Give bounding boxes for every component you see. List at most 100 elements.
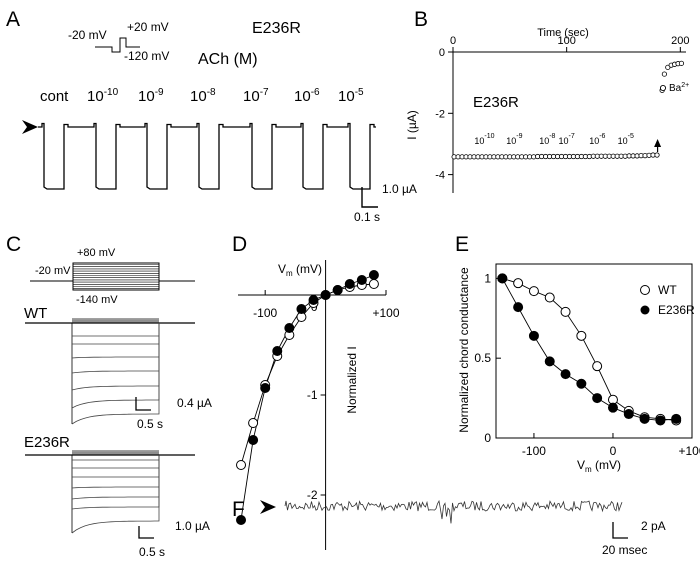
panel-b-y-tick-label-2: -4 — [435, 170, 445, 182]
panel-c-e236r-trace-2 — [72, 455, 160, 478]
panel-b-ba-marker — [659, 84, 667, 92]
panel-e-fit-line-1 — [501, 278, 677, 421]
panel-b-conc-label-3-exp: -7 — [569, 133, 575, 140]
panel-e-legend-e236r-label: E236R — [658, 303, 695, 317]
panel-b-conc-label-2-exp: -8 — [549, 133, 555, 140]
panel-a-construct-label: E236R — [252, 20, 301, 37]
panel-b-conc-label-3: 10-7 — [559, 133, 575, 146]
panel-d-y-axis-title: Normalized I — [345, 346, 359, 413]
panel-a-condition-2-base: 10 — [138, 88, 155, 105]
panel-d-point-1-9 — [344, 279, 355, 289]
panel-d-plot-area — [236, 270, 379, 525]
panel-a-step-up-voltage: +20 mV — [127, 20, 169, 34]
panel-a-condition-5: 10-6 — [294, 87, 320, 105]
panel-c-wt-traces — [25, 318, 195, 425]
panel-e-x-tick-label-1: 0 — [610, 444, 617, 458]
panel-b-conc-label-5-base: 10 — [618, 136, 628, 146]
panel-e-y-axis-title: Normalized chord conductance — [457, 267, 471, 433]
panel-e-legend-wt-label: WT — [658, 283, 677, 297]
panel-e-legend-e236r-marker — [640, 305, 650, 315]
panel-d-point-0-0 — [236, 460, 247, 470]
panel-c-wt-trace-6 — [71, 323, 160, 425]
panel-b-conc-label-1: 10-9 — [506, 133, 522, 146]
panel-e-point-1-11 — [671, 413, 682, 424]
panel-b-conc-label-3-base: 10 — [559, 136, 569, 146]
panel-c-wt-scale-current: 0.4 µA — [177, 396, 212, 410]
panel-e-point-1-2 — [528, 330, 539, 341]
panel-f-scale-current: 2 pA — [641, 519, 666, 533]
panel-b-conc-label-4: 10-6 — [589, 133, 605, 146]
panel-b-conc-label-2: 10-8 — [539, 133, 555, 146]
panel-c-e236r-label: E236R — [24, 434, 70, 451]
panel-b-construct-label: E236R — [473, 94, 519, 111]
panel-a-condition-1: 10-10 — [87, 87, 119, 105]
panel-e-point-1-8 — [623, 409, 634, 420]
panel-c-wt-trace-5 — [71, 323, 160, 409]
panel-d-point-1-8 — [332, 285, 343, 295]
panel-c-e236r-trace-5 — [71, 455, 160, 510]
panel-c-e236r-traces — [25, 450, 195, 534]
panel-b-ba-label-base: Ba — [669, 83, 682, 94]
panel-c-e236r-scale-current: 1.0 µA — [175, 519, 210, 533]
panel-a-condition-4-exp: -7 — [260, 87, 269, 98]
panel-a-condition-4: 10-7 — [243, 87, 269, 105]
panel-a-condition-1-exp: -10 — [104, 87, 119, 98]
panel-f-scale-bar — [612, 522, 628, 539]
panel-c-wt-scale-time: 0.5 s — [137, 417, 163, 431]
panel-d-x-tick-label-0: -100 — [253, 306, 277, 320]
panel-a-condition-5-exp: -6 — [311, 87, 320, 98]
panel-d-y-axis-title-text: Normalized I — [345, 346, 359, 413]
panel-a-condition-2: 10-9 — [138, 87, 164, 105]
panel-b-data-points — [451, 60, 685, 160]
panel-f-scale-time: 20 msec — [602, 543, 647, 557]
panel-d-point-1-3 — [272, 346, 283, 356]
panel-e-point-0-5 — [576, 330, 587, 341]
panel-c-wt-trace-4 — [71, 323, 160, 391]
panel-e-x-tick-label-0: -100 — [522, 444, 546, 458]
panel-c: C -20 mV +80 mV -140 mV WT 0.4 µA 0.5 s … — [6, 233, 212, 559]
panel-e-x-axis-title: Vm (mV) — [577, 458, 621, 474]
panel-d-axes: -100+100-2-10 — [238, 260, 400, 550]
panel-e-point-1-1 — [513, 302, 524, 313]
panel-b-x-tick-label-2: 200 — [671, 35, 689, 47]
panel-c-e236r-trace-6 — [71, 455, 160, 534]
panel-e-point-1-9 — [639, 413, 650, 424]
panel-f: F 2 pA 20 msec — [232, 498, 666, 557]
panel-e-legend-wt-marker — [640, 285, 650, 295]
panel-d-point-1-1 — [248, 435, 259, 445]
panel-c-e236r-trace-0 — [72, 455, 160, 461]
panel-e-y-tick-label-1: 0.5 — [474, 351, 491, 365]
panel-e-point-1-4 — [560, 369, 571, 380]
panel-c-step-min-voltage: -140 mV — [76, 294, 118, 306]
panel-d-point-1-4 — [284, 323, 295, 333]
panel-c-step-max-voltage: +80 mV — [77, 247, 116, 259]
panel-c-protocol-box — [72, 262, 160, 291]
panel-e-point-0-2 — [528, 286, 539, 297]
panel-c-hold-voltage: -20 mV — [35, 265, 71, 277]
panel-c-e236r-scale-time: 0.5 s — [139, 545, 165, 559]
panel-c-wt-trace-0 — [72, 323, 160, 337]
panel-c-wt-label: WT — [24, 305, 47, 322]
panel-b-y-axis-title: I (µA) — [405, 110, 419, 140]
panel-b-ba-label: Ba2+ — [669, 82, 689, 94]
panel-b-y-axis-title-text: I (µA) — [405, 110, 419, 140]
panel-d-point-1-10 — [356, 275, 367, 285]
panel-e-point-0-3 — [544, 292, 555, 303]
panel-d-point-0-11 — [368, 279, 379, 289]
panel-c-label: C — [6, 233, 21, 256]
panel-c-e236r-trace-1 — [72, 455, 160, 469]
panel-d-x-axis-title: Vm (mV) — [278, 262, 322, 278]
panel-e-y-tick-label-0: 0 — [484, 431, 491, 445]
panel-a-scale-current: 1.0 µA — [382, 182, 417, 196]
panel-a-condition-6-exp: -5 — [355, 87, 364, 98]
panel-e-label: E — [455, 233, 469, 256]
panel-c-e236r-scale-bar — [138, 526, 154, 539]
panel-a-current-traces — [38, 122, 376, 190]
panel-d-point-1-11 — [368, 270, 379, 280]
panel-e-plot-frame — [495, 263, 693, 439]
